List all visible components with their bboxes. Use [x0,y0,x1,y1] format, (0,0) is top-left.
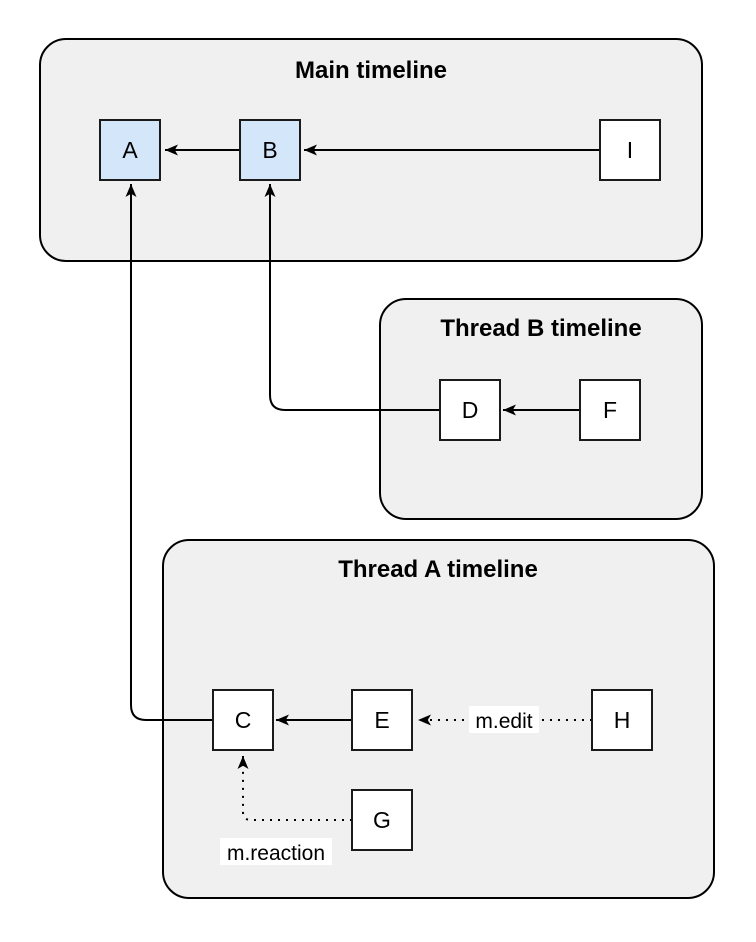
node-H: H [591,689,653,751]
node-D: D [439,379,501,441]
node-F-box [579,379,641,441]
node-B-box [239,119,301,181]
node-H-box [591,689,653,751]
node-B-label: B [262,137,277,163]
node-G-box [351,789,413,851]
node-D-label: D [462,397,479,423]
node-A: A [99,119,161,181]
node-B: B [239,119,301,181]
node-I-label: I [627,137,633,163]
node-F-label: F [603,397,617,423]
node-E: E [351,689,413,751]
m-edit-label: m.edit [475,710,532,733]
node-I: I [599,119,661,181]
m-reaction-label: m.reaction [227,842,325,865]
edge-d-to-b [264,184,440,411]
node-I-box [599,119,661,181]
node-C: C [212,689,274,751]
node-F: F [579,379,641,441]
node-H-label: H [614,707,631,733]
edge-label-m-reaction: m.reaction [220,838,332,865]
node-A-label: A [122,137,138,163]
thread-a-timeline-title: Thread A timeline [338,556,538,583]
m-edit-label-background [469,706,539,733]
node-G-label: G [373,807,391,833]
node-A-box [99,119,161,181]
main-timeline-title: Main timeline [295,57,447,84]
thread-b-timeline-title: Thread B timeline [440,315,641,342]
node-D-box [439,379,501,441]
edge-label-m-edit: m.edit [469,706,539,733]
node-E-box [351,689,413,751]
node-E-label: E [374,707,389,733]
node-C-box [212,689,274,751]
node-G: G [351,789,413,851]
node-C-label: C [235,707,252,733]
m-reaction-label-background [220,838,332,865]
edge-g-to-c [237,756,352,821]
edge-c-to-a [125,184,213,721]
